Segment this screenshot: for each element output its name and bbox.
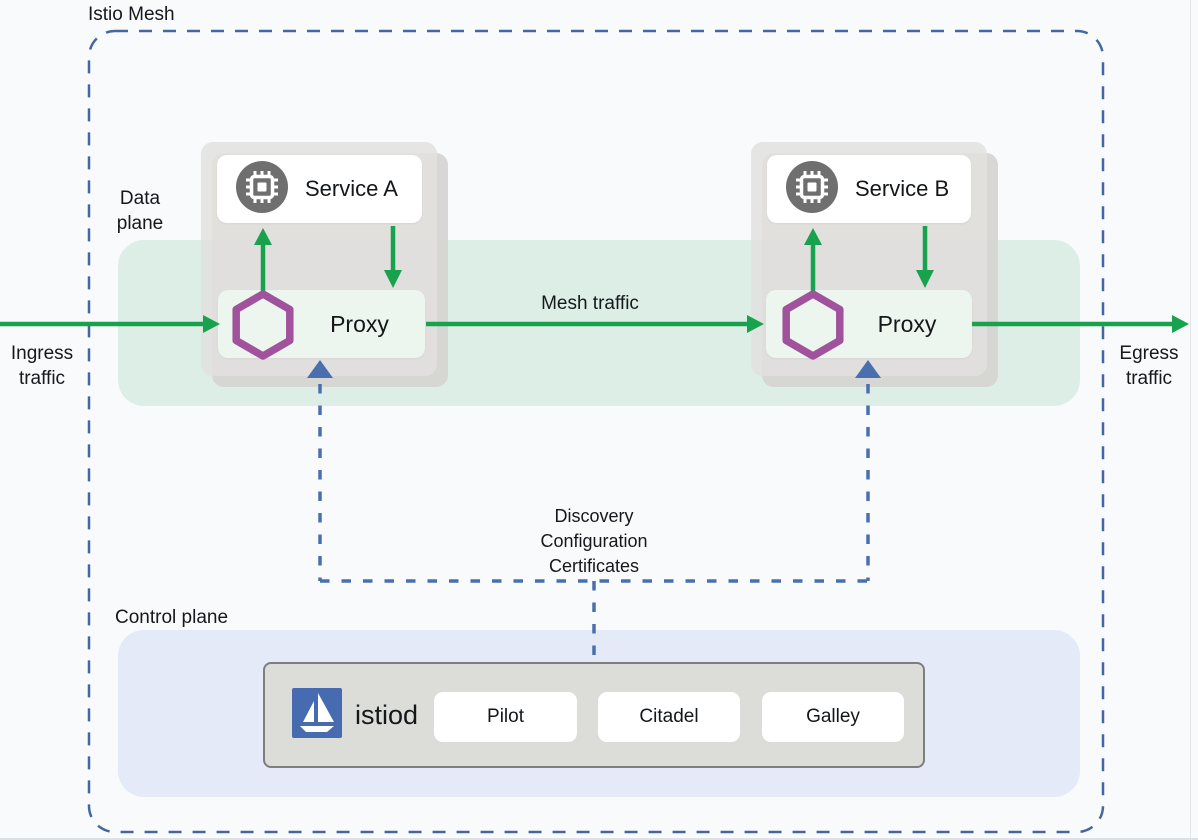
connector-label-line: Discovery — [554, 506, 634, 526]
service-a-box: Service A — [217, 155, 422, 223]
cpu-chip-icon — [236, 160, 288, 218]
proxy-a-label: Proxy — [330, 310, 389, 337]
diagram-title: Istio Mesh — [88, 4, 175, 25]
proxy-b-box: Proxy — [766, 290, 972, 358]
mesh-traffic-label: Mesh traffic — [541, 293, 639, 314]
proxy-b-label: Proxy — [877, 310, 937, 337]
proxy-a-box: Proxy — [218, 290, 425, 358]
istiod-label: istiod — [355, 699, 419, 730]
connector-label-line: Configuration — [540, 531, 648, 551]
connector-label: Discovery Configuration Certificates — [502, 504, 686, 579]
window-edge-right — [1190, 0, 1191, 840]
citadel-label: Citadel — [639, 706, 699, 727]
galley-label: Galley — [806, 706, 860, 727]
connector-label-line: Certificates — [548, 556, 640, 576]
service-b-box: Service B — [767, 155, 971, 223]
pilot-label: Pilot — [487, 706, 524, 727]
istiod-box: istiod Pilot Citadel Galley — [263, 662, 925, 768]
service-b-label: Service B — [855, 176, 950, 201]
window-edge-bottom — [0, 838, 1198, 840]
service-a-label: Service A — [305, 176, 398, 201]
citadel-component: Citadel — [598, 692, 740, 742]
galley-component: Galley — [762, 692, 904, 742]
control-plane-label: Control plane — [115, 607, 229, 628]
data-plane-label: Data plane — [116, 188, 164, 234]
cpu-chip-icon — [786, 160, 838, 218]
egress-traffic-label: Egress traffic — [1119, 343, 1179, 389]
ingress-traffic-label: Ingress traffic — [10, 343, 74, 389]
istio-sail-logo-icon — [292, 687, 342, 743]
pilot-component: Pilot — [434, 692, 577, 742]
